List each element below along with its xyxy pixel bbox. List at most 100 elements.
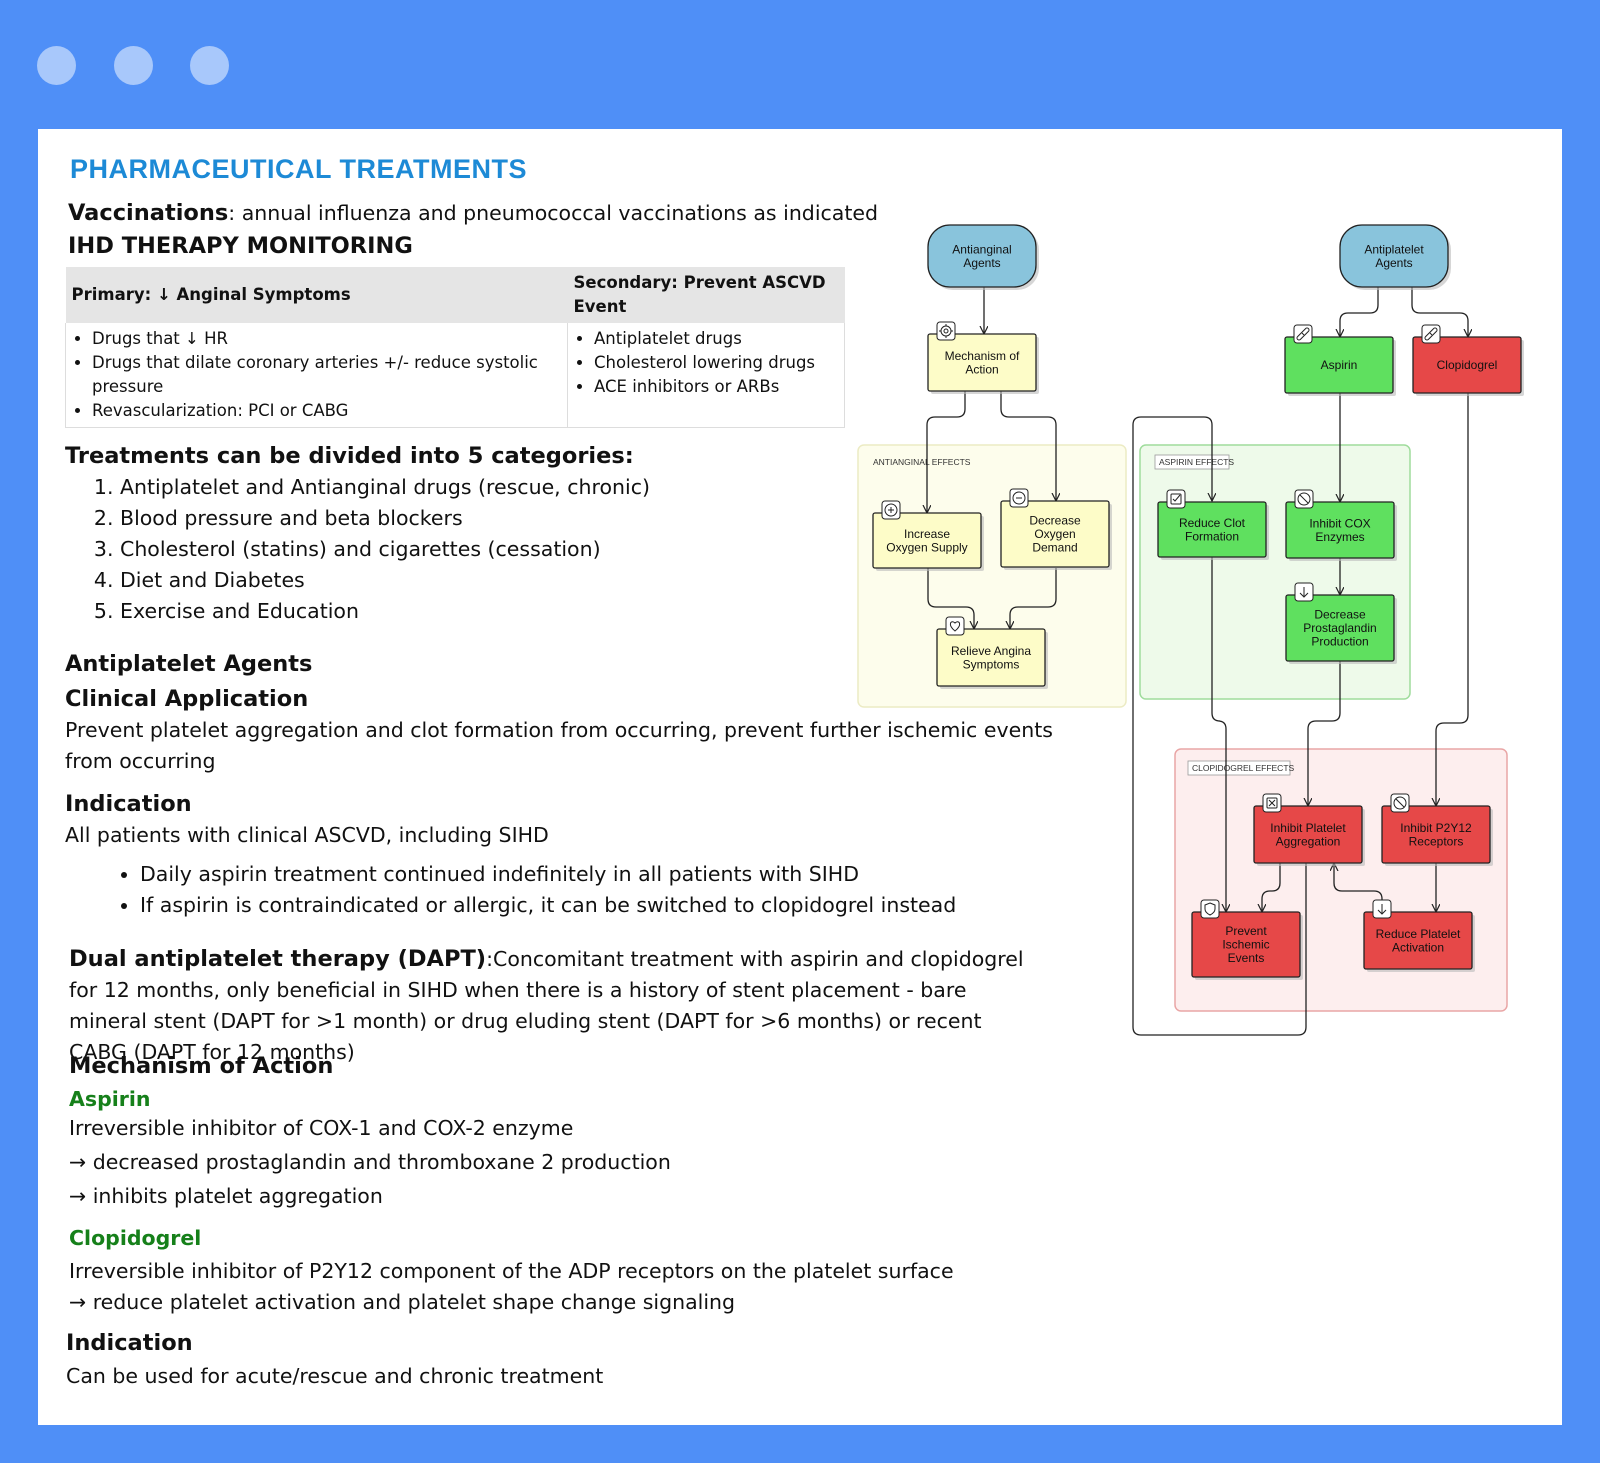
edge-activation-aggregation (1334, 863, 1383, 912)
list-item: Revascularization: PCI or CABG (92, 399, 561, 423)
aspirin-line-3: → inhibits platelet aggregation (69, 1184, 383, 1208)
plus-circle-icon (881, 500, 901, 520)
node-label: Agents (963, 256, 1000, 270)
indication-heading: Indication (65, 791, 192, 817)
window-control-close[interactable] (37, 46, 76, 85)
node-aspirin: Aspirin (1284, 324, 1396, 396)
list-item: Daily aspirin treatment continued indefi… (140, 859, 956, 890)
arrow-down-icon (1372, 899, 1392, 919)
clopidogrel-line-2: → reduce platelet activation and platele… (69, 1290, 736, 1314)
pill-icon (1293, 324, 1313, 344)
document-page: PHARMACEUTICAL TREATMENTS Vaccinations: … (38, 129, 1562, 1425)
edge-mechanism-increase (927, 391, 966, 513)
shield-icon (1200, 899, 1220, 919)
check-square-icon (1166, 489, 1186, 509)
list-item: Drugs that ↓ HR (92, 327, 561, 351)
arrow-down-icon (1294, 582, 1314, 602)
edge-decrease-relieve (1010, 568, 1057, 629)
primary-cell: Drugs that ↓ HR Drugs that dilate corona… (65, 323, 568, 428)
ban-icon (1294, 489, 1314, 509)
dapt-paragraph: Dual antiplatelet therapy (DAPT):Concomi… (69, 944, 1044, 1068)
list-item: Antiplatelet and Antianginal drugs (resc… (120, 472, 650, 503)
node-label: Mechanism of (945, 349, 1020, 363)
node-label: Prostaglandin (1303, 621, 1376, 635)
node-label: Antianginal (952, 242, 1011, 256)
clinical-application-text: Prevent platelet aggregation and clot fo… (65, 718, 1053, 773)
edge-antiplatelet-aspirin (1340, 287, 1379, 337)
node-label: Aggregation (1276, 834, 1341, 848)
clopidogrel-heading: Clopidogrel (69, 1226, 202, 1250)
list-item: Cholesterol lowering drugs (594, 351, 838, 375)
aspirin-group-label-box (1154, 454, 1230, 470)
secondary-header: Secondary: Prevent ASCVD Event (567, 267, 845, 323)
edge-prostaglandin-aggregation (1308, 661, 1341, 806)
node-label: Inhibit Platelet (1270, 821, 1346, 835)
page-title: PHARMACEUTICAL TREATMENTS (70, 154, 527, 184)
edge-clopidogrel-p2y12 (1436, 393, 1469, 806)
window-control-maximize[interactable] (190, 46, 229, 85)
node-label: Activation (1392, 940, 1444, 954)
node-label: Action (965, 362, 998, 376)
node-label: Oxygen Supply (886, 540, 967, 554)
node-label: Aspirin (1321, 358, 1358, 372)
list-item: Cholesterol (statins) and cigarettes (ce… (120, 534, 650, 565)
node-label: Reduce Clot (1179, 516, 1246, 530)
aspirin-group-label: ASPIRIN EFFECTS (1159, 457, 1234, 467)
node-label: Inhibit COX (1309, 516, 1370, 530)
list-item: Blood pressure and beta blockers (120, 503, 650, 534)
window-control-minimize[interactable] (114, 46, 153, 85)
node-label: Decrease (1314, 608, 1366, 622)
primary-header: Primary: ↓ Anginal Symptoms (65, 267, 568, 323)
node-label: Events (1228, 951, 1265, 965)
vaccinations-label: Vaccinations (68, 200, 229, 226)
pill-icon (1421, 324, 1441, 344)
edge-antiplatelet-clopidogrel (1411, 287, 1468, 337)
vaccinations-line: Vaccinations: annual influenza and pneum… (68, 200, 878, 226)
dapt-text: :Concomitant treatment with aspirin and … (69, 947, 1024, 1064)
edge-reduce-clot-prevent (1211, 557, 1226, 912)
node-label: Oxygen (1034, 527, 1075, 541)
list-item: Drugs that dilate coronary arteries +/- … (92, 351, 561, 399)
node-label: Relieve Angina (951, 644, 1031, 658)
node-label: Decrease (1029, 514, 1081, 528)
list-item: Diet and Diabetes (120, 565, 650, 596)
aspirin-line-2: → decreased prostaglandin and thromboxan… (69, 1150, 671, 1174)
node-label: Demand (1032, 541, 1077, 555)
node-label: Reduce Platelet (1376, 927, 1461, 941)
monitoring-table: Primary: ↓ Anginal Symptoms Secondary: P… (65, 267, 845, 428)
list-item: If aspirin is contraindicated or allergi… (140, 890, 956, 921)
node-label: Agents (1375, 256, 1412, 270)
node-label: Enzymes (1315, 530, 1364, 544)
aspirin-line-1: Irreversible inhibitor of COX-1 and COX-… (69, 1116, 574, 1140)
treatment-flow-diagram: ANTIANGINAL EFFECTS ASPIRIN EFFECTS CLOP… (857, 224, 1524, 1036)
node-label: Antiplatelet (1364, 242, 1424, 256)
indication-list: Daily aspirin treatment continued indefi… (120, 859, 956, 921)
indication2-text: Can be used for acute/rescue and chronic… (66, 1364, 604, 1388)
minus-circle-icon (1009, 488, 1029, 508)
clopidogrel-group-label: CLOPIDOGREL EFFECTS (1192, 763, 1295, 773)
node-label: Formation (1185, 529, 1239, 543)
categories-heading: Treatments can be divided into 5 categor… (65, 443, 634, 469)
heart-icon (945, 616, 965, 636)
aspirin-heading: Aspirin (69, 1087, 151, 1111)
list-item: Antiplatelet drugs (594, 327, 838, 351)
node-label: Inhibit P2Y12 (1400, 821, 1472, 835)
dapt-label: Dual antiplatelet therapy (DAPT) (69, 946, 487, 972)
list-item: ACE inhibitors or ARBs (594, 375, 838, 399)
edge-aggregation-loop-reduce-clot (1132, 416, 1307, 1036)
edge-aggregation-prevent (1262, 863, 1281, 912)
list-item: Exercise and Education (120, 596, 650, 627)
